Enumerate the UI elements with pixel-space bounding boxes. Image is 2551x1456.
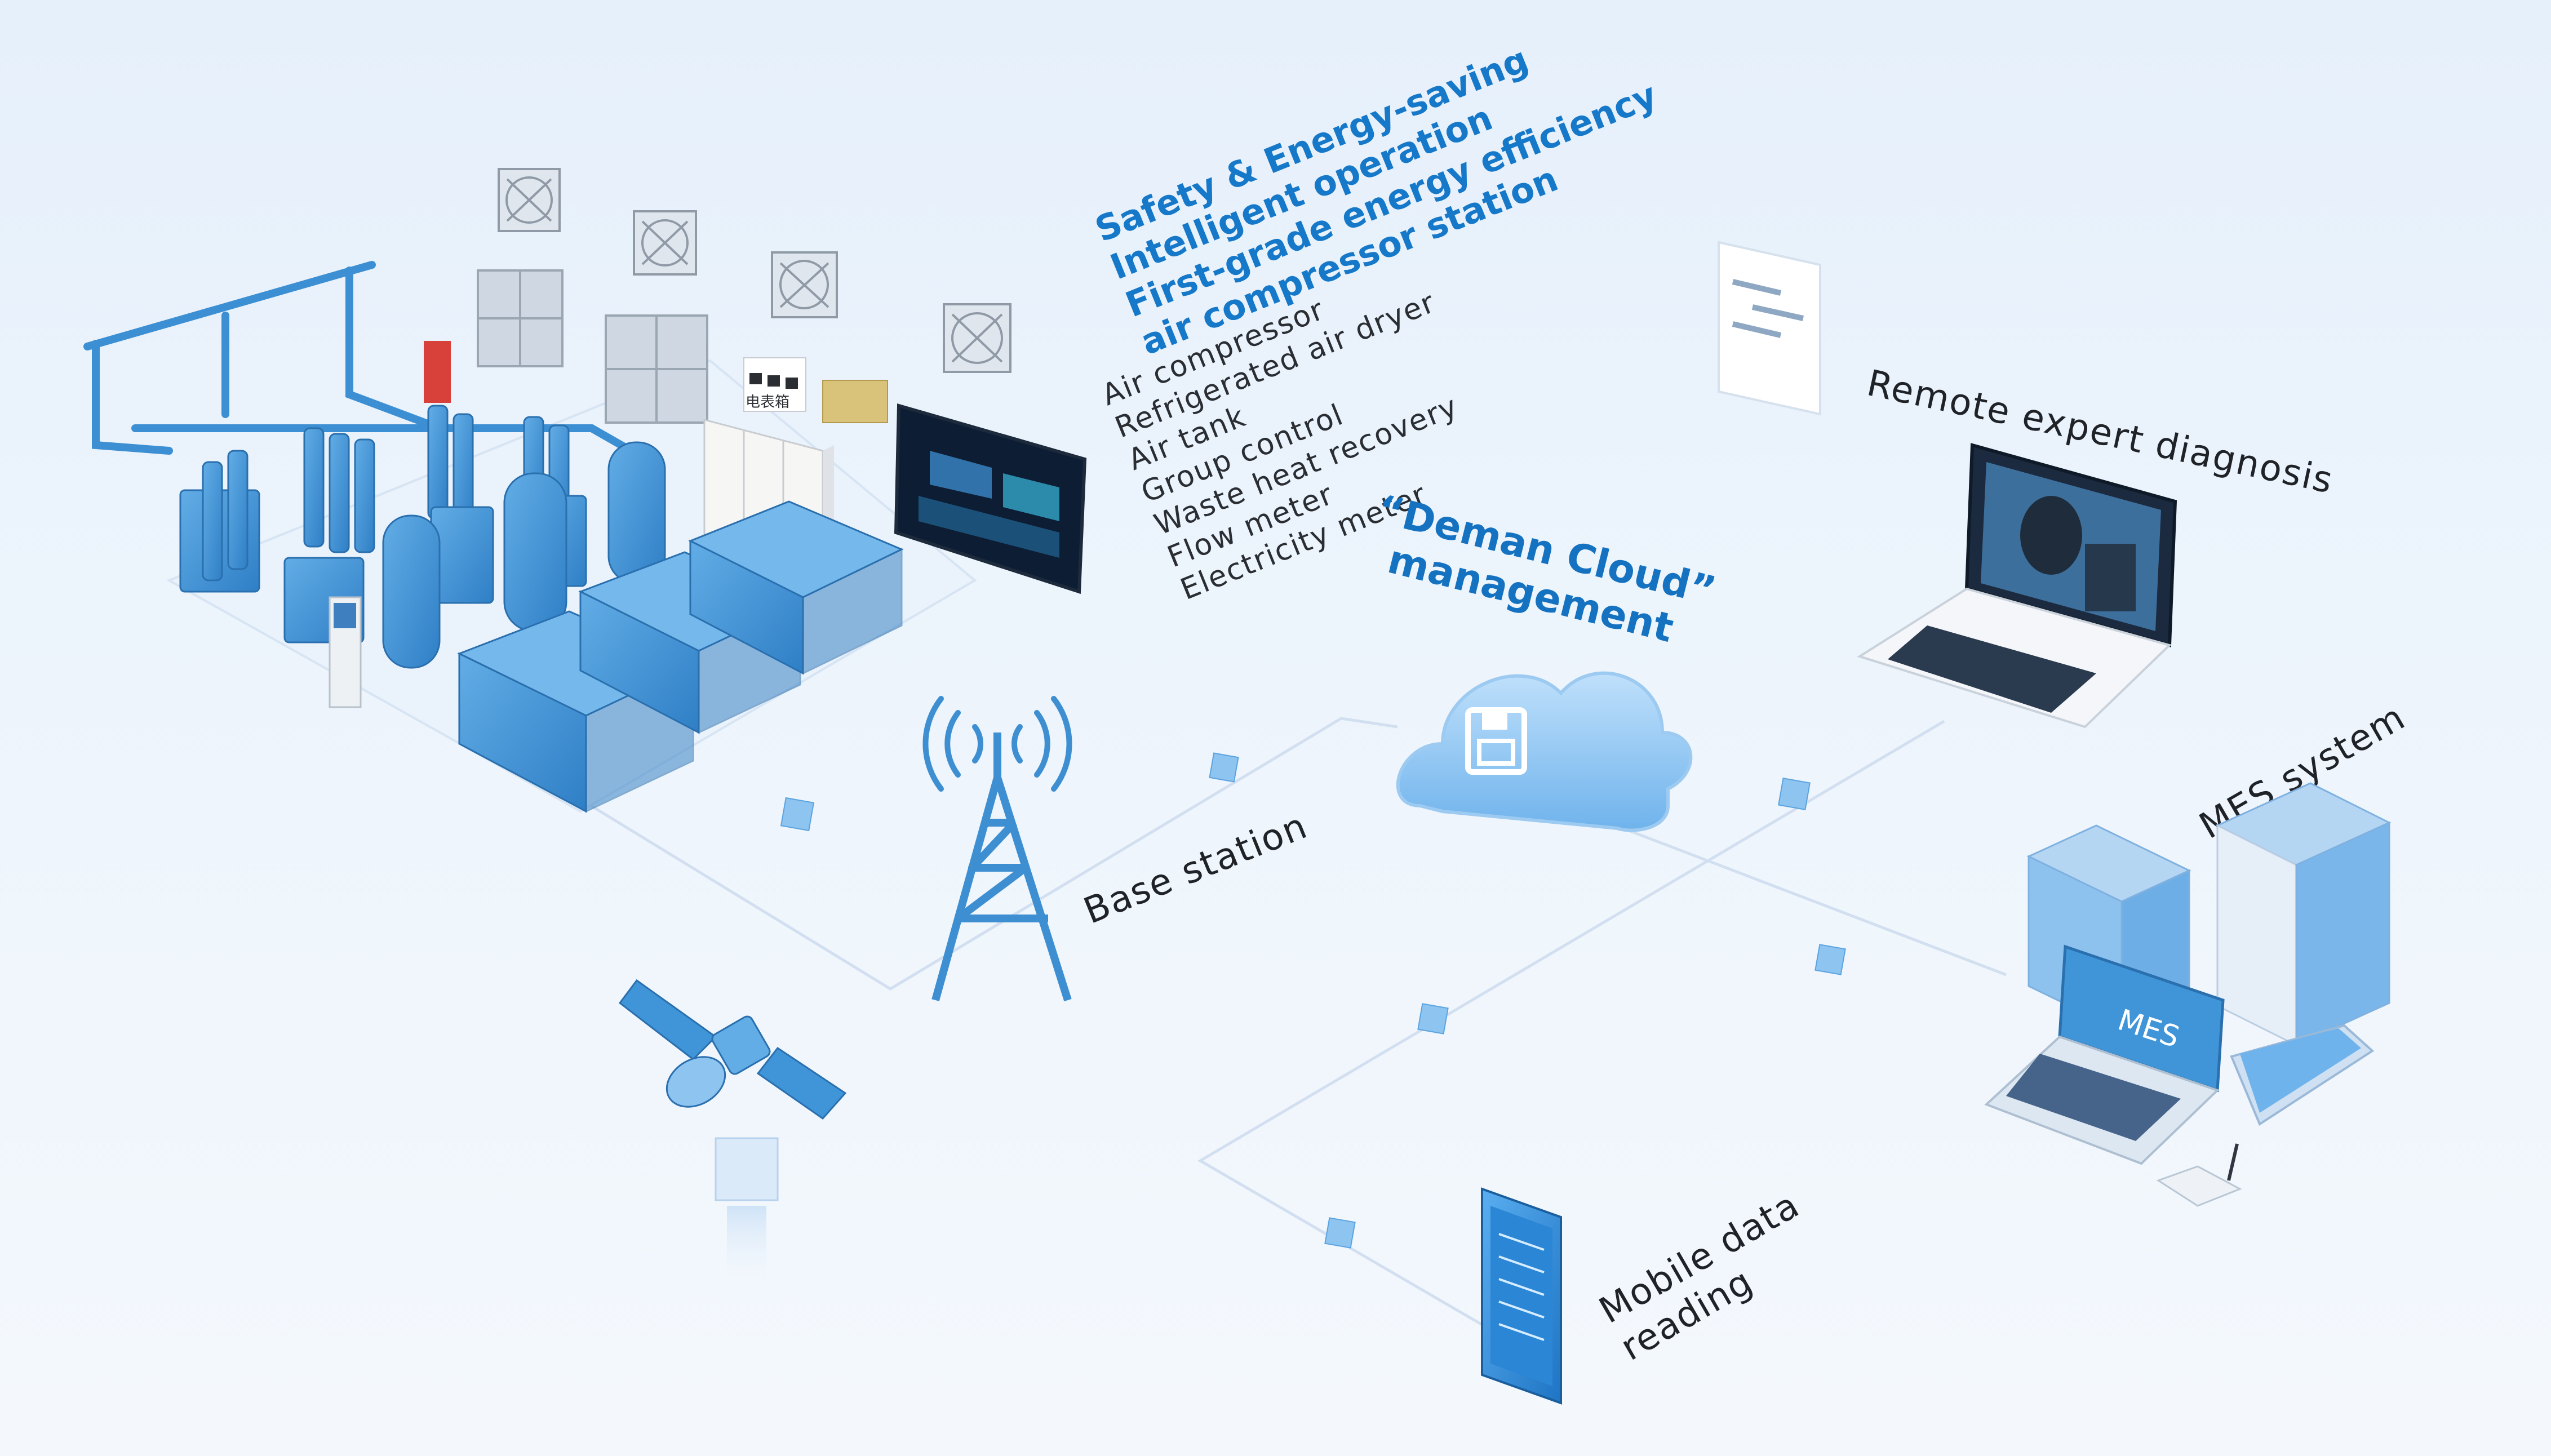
smartphone-icon	[2230, 1024, 2375, 1126]
control-kiosk	[329, 596, 362, 708]
deman-cloud: “Deman Cloud” management	[1373, 486, 1720, 832]
certificate-plaque	[822, 380, 888, 423]
signal-waves-icon	[922, 696, 1072, 792]
satellite-data-cube	[715, 1137, 779, 1201]
base-station: Base station	[922, 696, 1314, 1002]
satellite	[618, 979, 847, 1285]
remote-expert-diagnosis: Remote expert diagnosis	[1718, 241, 2337, 729]
router-icon	[2156, 1143, 2242, 1207]
fire-cabinet	[424, 341, 451, 403]
mes-laptop: MES	[1984, 944, 2225, 1165]
mobile-data-reading: Mobile data reading	[1481, 1184, 1807, 1405]
meter-box-label: 电表箱	[746, 394, 789, 411]
exhaust-fan-icon	[633, 210, 697, 276]
line-cloud-to-mes	[1622, 827, 2007, 976]
base-station-tower-icon	[931, 733, 1072, 1002]
exhaust-fan-icon	[498, 168, 561, 232]
laptop-video-icon	[1857, 443, 2177, 729]
document-icon	[1718, 241, 1821, 416]
exhaust-fan-icon	[771, 251, 838, 318]
server-icon	[2215, 782, 2392, 1047]
exhaust-fan-icon	[943, 303, 1011, 373]
dryer-filter-cluster	[179, 405, 587, 643]
cloud-save-icon	[1396, 671, 1693, 832]
monitoring-dashboard-screen	[894, 403, 1087, 594]
data-packets	[780, 752, 1846, 1249]
air-tank	[382, 441, 666, 669]
network-lines	[562, 717, 2007, 1343]
line-laptop-to-mobile	[1197, 720, 1945, 1343]
wall-window	[477, 269, 708, 424]
smartphone-icon	[1481, 1187, 1562, 1405]
air-compressor-station: 电表箱	[83, 168, 1087, 813]
line-station-to-tower	[562, 717, 1398, 991]
mes-system: MES system MES	[1984, 696, 2412, 1207]
air-compressor-unit	[688, 500, 904, 675]
satellite-icon	[618, 979, 847, 1120]
pipe-network	[83, 261, 635, 455]
base-station-label: Base station	[1078, 805, 1314, 933]
